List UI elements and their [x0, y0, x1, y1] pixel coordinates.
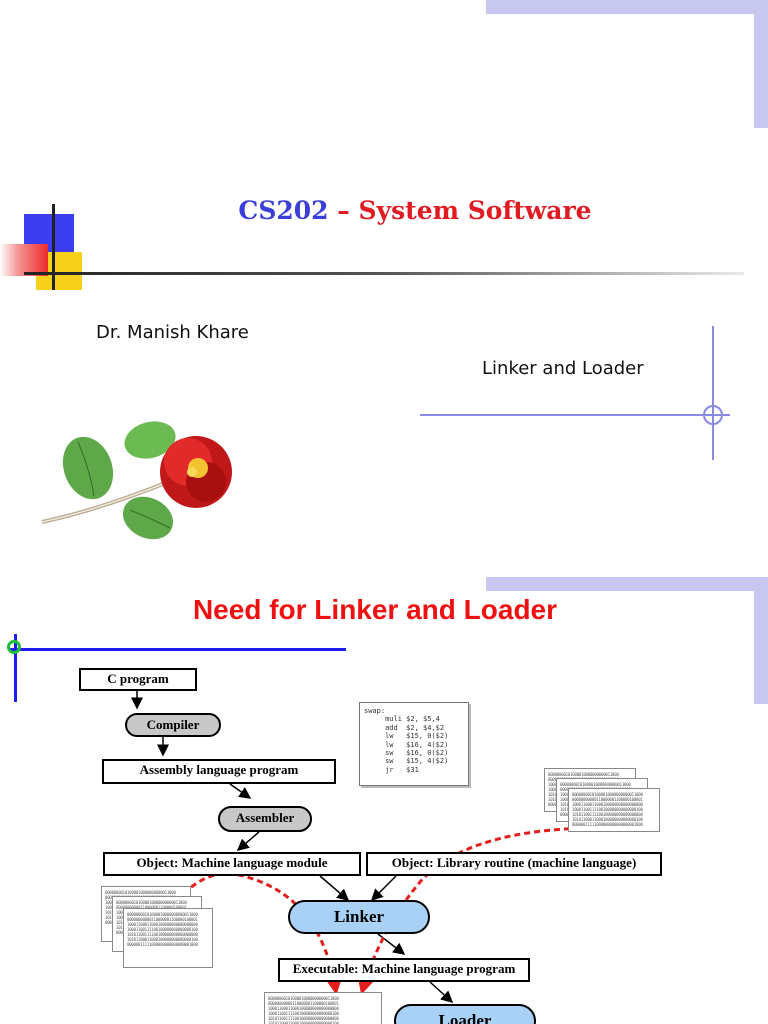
assembly-program-box: Assembly language program [102, 759, 336, 784]
flow-arrows [131, 691, 601, 1004]
crosshair-vertical-line [712, 326, 714, 460]
module-binary-page: 00000000101000010000000000011000 0000000… [123, 908, 213, 968]
assembler-node: Assembler [218, 806, 312, 832]
vertical-rule [52, 204, 55, 290]
corner-frame-decoration [486, 0, 768, 14]
executable-box: Executable: Machine language program [278, 958, 530, 982]
library-binary-page: 00000000101000010000000000011000 0000000… [568, 788, 660, 832]
linker-node: Linker [288, 900, 430, 934]
title-slide: CS202 – System Software Dr. Manish Khare… [0, 0, 768, 540]
red-square-decoration [0, 244, 48, 276]
corner-frame-decoration [754, 0, 768, 128]
loader-node: Loader [394, 1004, 536, 1024]
assembly-code-snippet: swap: muli $2, $5,4 add $2, $4,$2 lw $15… [359, 702, 469, 786]
executable-binary-page: 00000000101000010000000000011000 0000000… [264, 992, 382, 1024]
flower-illustration [41, 421, 232, 540]
crosshair-horizontal-line [8, 648, 346, 651]
assembly-code-text: swap: muli $2, $5,4 add $2, $4,$2 lw $15… [364, 707, 449, 774]
title-dash: – [328, 196, 359, 225]
corner-frame-decoration [754, 577, 768, 704]
library-routine-box: Object: Library routine (machine languag… [366, 852, 662, 876]
compiler-node: Compiler [125, 713, 221, 737]
corner-frame-decoration [486, 577, 768, 591]
slide-title: Need for Linker and Loader [192, 594, 558, 625]
horizontal-rule [24, 272, 744, 275]
author-name: Dr. Manish Khare [96, 322, 249, 343]
course-name: System Software [358, 196, 592, 225]
binary-text: 00000000101000010000000000011000 0000000… [268, 996, 339, 1024]
binary-text: 00000000101000010000000000011000 0000000… [127, 912, 198, 947]
content-slide: Need for Linker and Loader C program Com… [0, 560, 768, 1024]
crosshair-horizontal-line [420, 414, 730, 416]
crosshair-circle [7, 640, 21, 654]
slide-title: CS202 – System Software [0, 196, 768, 225]
crosshair-vertical-line [14, 634, 17, 702]
c-program-box: C program [79, 668, 197, 691]
course-code: CS202 [238, 196, 329, 225]
crosshair-circle [703, 405, 723, 425]
object-module-box: Object: Machine language module [103, 852, 361, 876]
binary-text: 00000000101000010000000000011000 0000000… [572, 792, 643, 827]
lecture-topic: Linker and Loader [482, 358, 644, 379]
